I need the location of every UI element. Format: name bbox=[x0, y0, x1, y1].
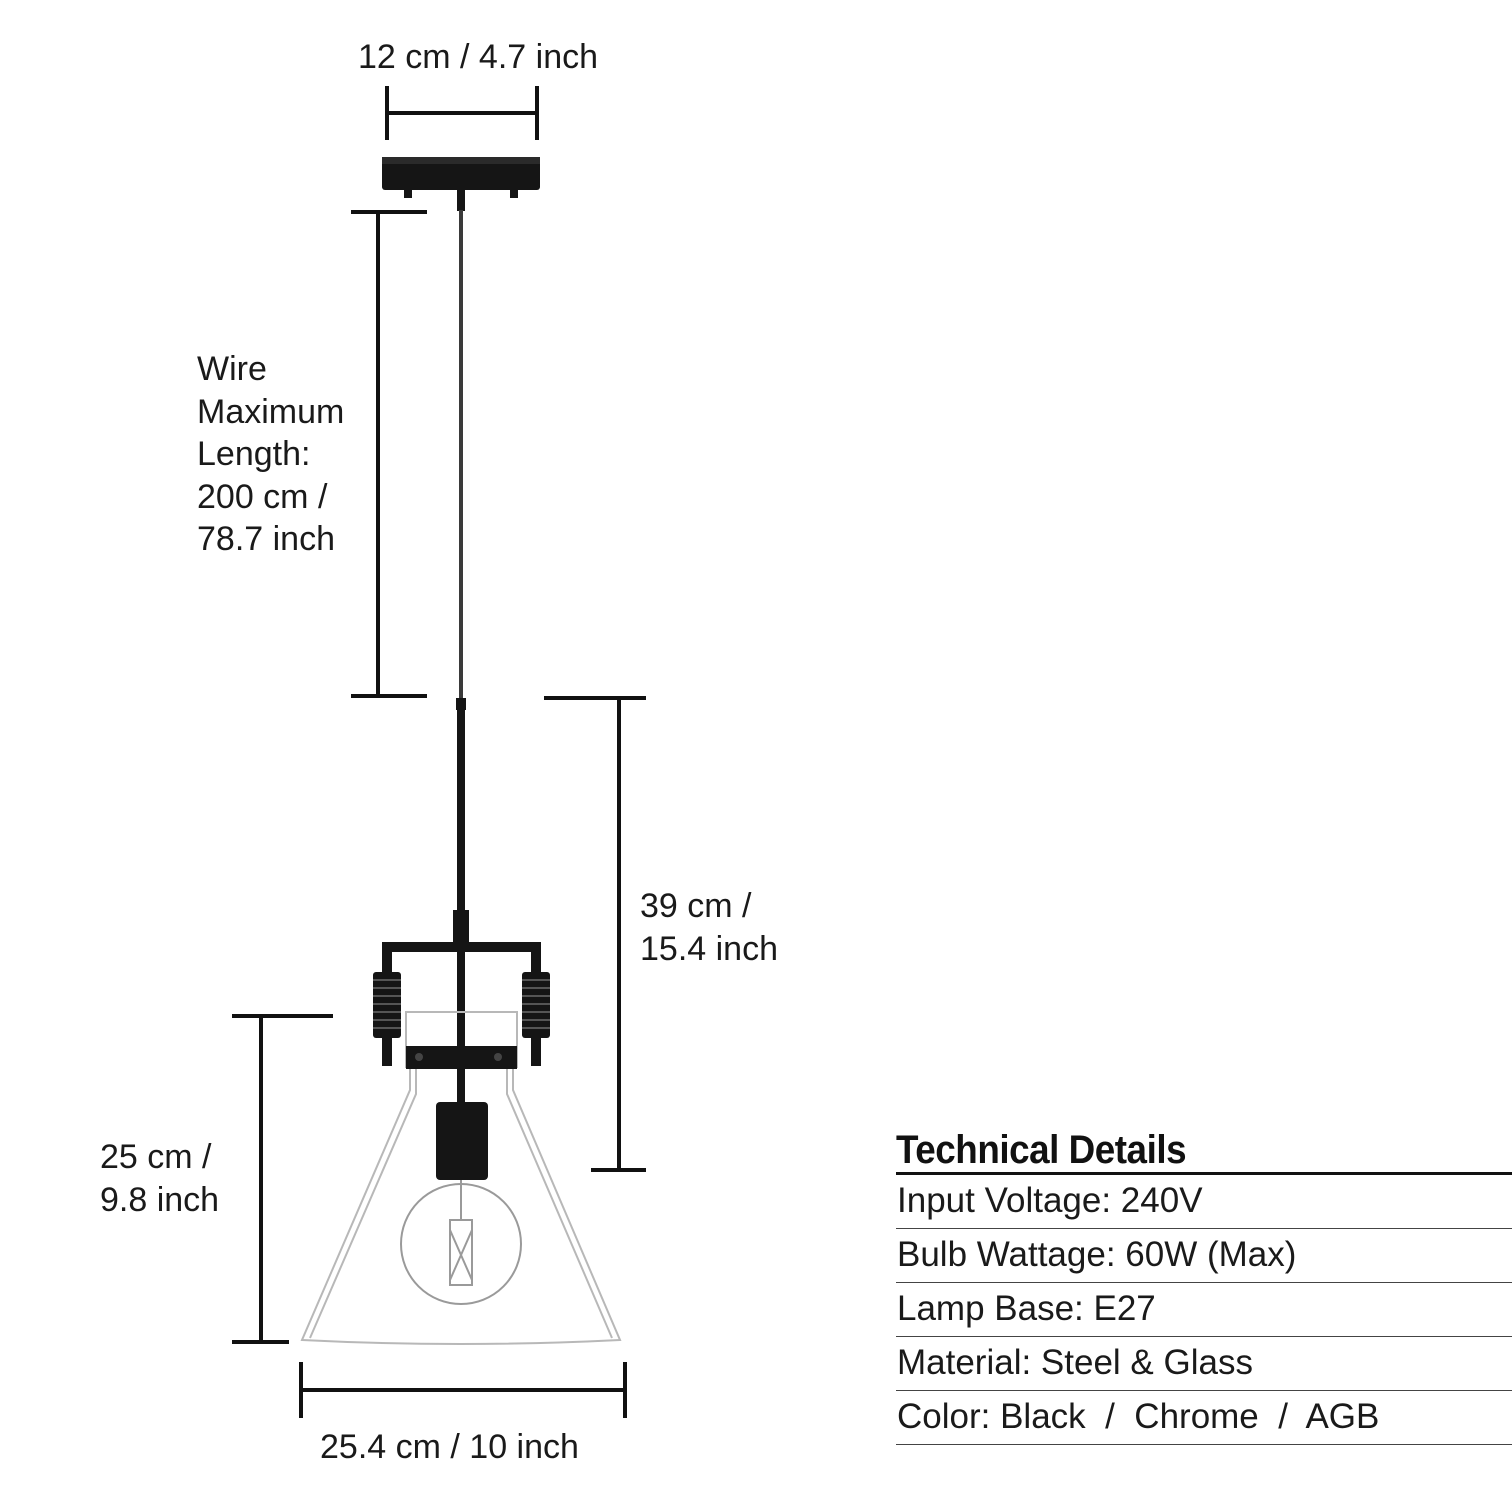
fixture-height-dimension-line bbox=[544, 696, 646, 1172]
ceiling-canopy bbox=[382, 157, 540, 211]
wire-length-label: Wire Maximum Length: 200 cm / 78.7 inch bbox=[197, 350, 345, 558]
technical-details-title: Technical Details bbox=[896, 1128, 1187, 1172]
spec-row-material: Material: Steel & Glass bbox=[896, 1337, 1512, 1391]
technical-details-panel: Technical Details Input Voltage: 240V Bu… bbox=[896, 1122, 1512, 1445]
glass-shade bbox=[300, 1011, 622, 1345]
lamp-socket bbox=[436, 1102, 488, 1180]
shade-width-dimension-line bbox=[299, 1362, 627, 1418]
canopy-width-label: 12 cm / 4.7 inch bbox=[358, 38, 599, 76]
spec-row-color: Color: Black / Chrome / AGB bbox=[896, 1391, 1512, 1445]
spec-row-input-voltage: Input Voltage: 240V bbox=[896, 1175, 1512, 1229]
fixture-height-label: 39 cm / 15.4 inch bbox=[640, 887, 778, 968]
shade-height-dimension-line bbox=[232, 1014, 333, 1344]
down-rod bbox=[453, 698, 469, 944]
shade-collar bbox=[406, 1046, 517, 1069]
spec-row-lamp-base: Lamp Base: E27 bbox=[896, 1283, 1512, 1337]
canopy-width-dimension-line bbox=[385, 86, 539, 140]
shade-height-label: 25 cm / 9.8 inch bbox=[100, 1138, 220, 1219]
shade-width-label: 25.4 cm / 10 inch bbox=[320, 1428, 579, 1466]
title-divider bbox=[896, 1172, 1512, 1175]
wire-length-dimension-line bbox=[351, 210, 427, 698]
spec-row-bulb-wattage: Bulb Wattage: 60W (Max) bbox=[896, 1229, 1512, 1283]
globe-bulb bbox=[400, 1180, 522, 1305]
